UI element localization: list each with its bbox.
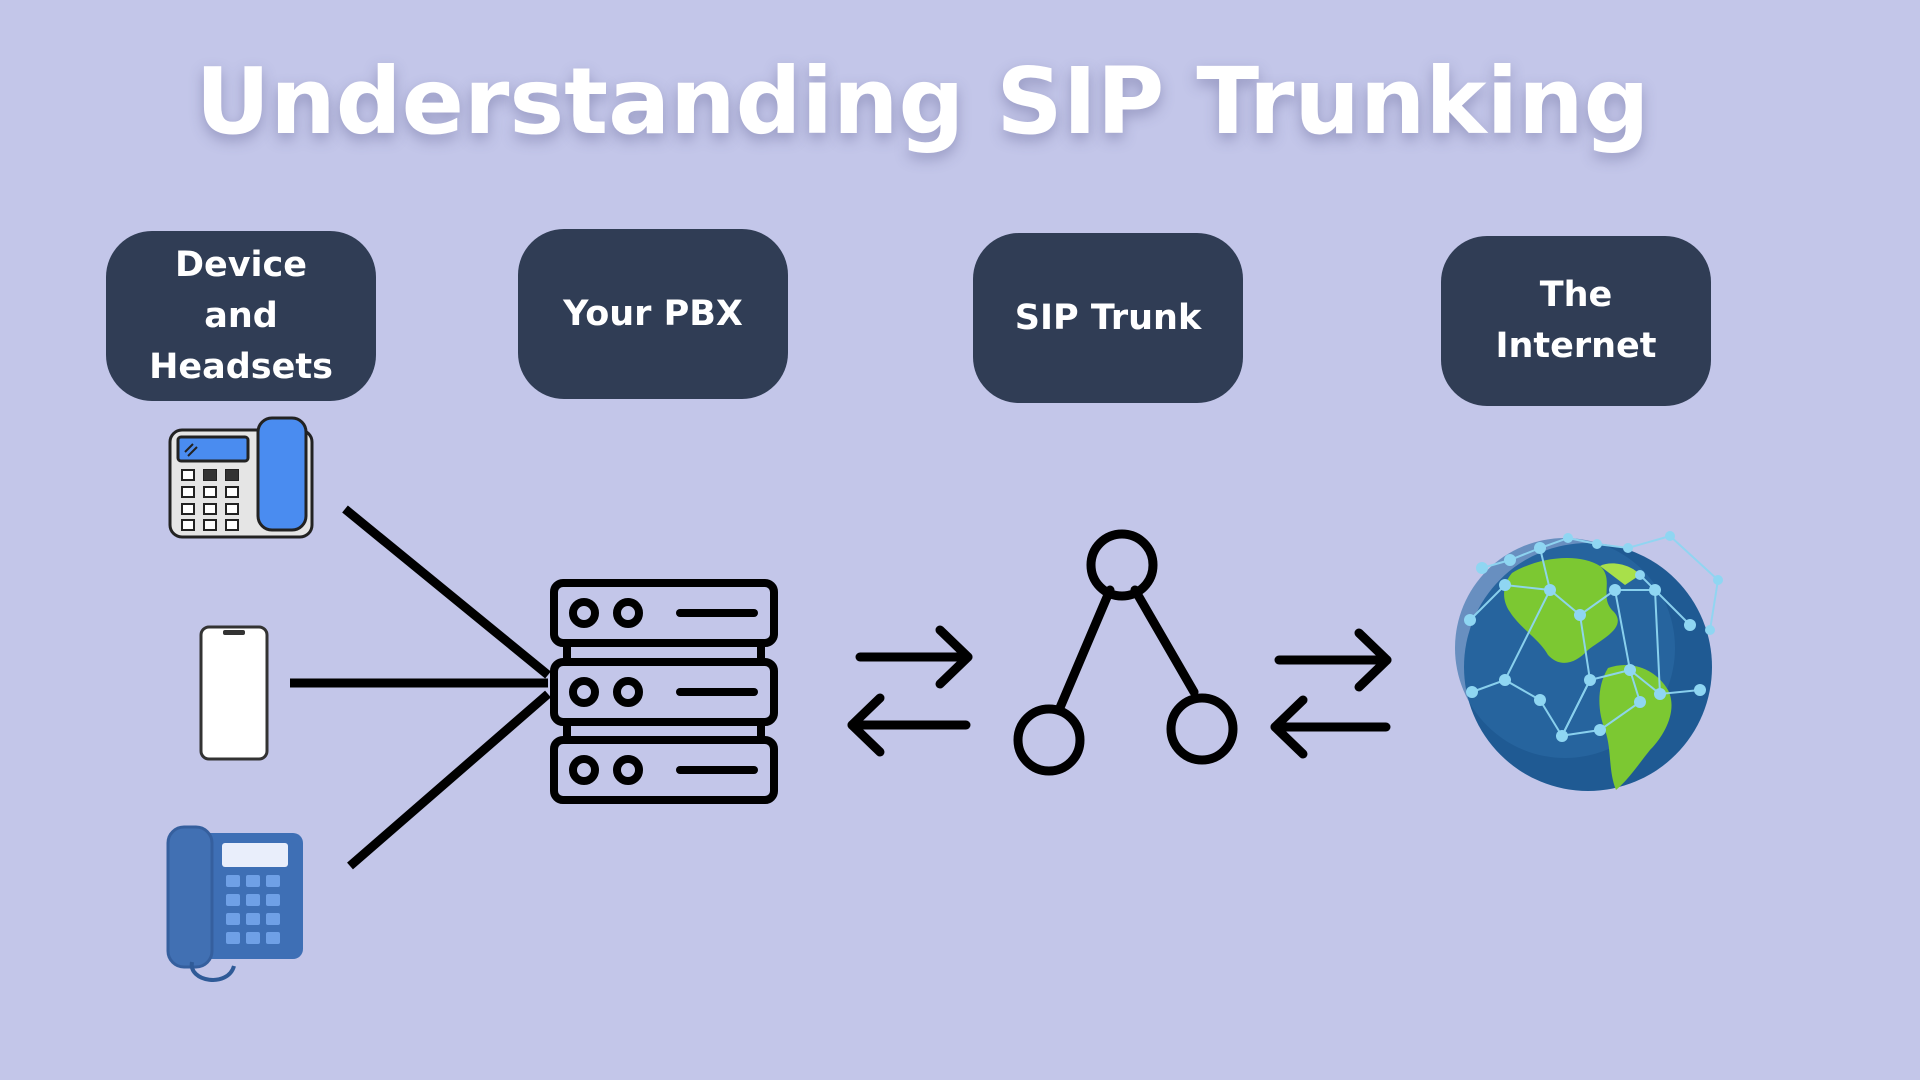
- server-icon: [550, 579, 778, 804]
- swap-arrows-icon: [847, 625, 973, 757]
- stage-label: Your PBX: [563, 293, 743, 334]
- swap-arrows-icon: [1270, 628, 1392, 759]
- device-connection-lines: [290, 505, 551, 870]
- stage-your-pbx: Your PBX: [518, 229, 788, 399]
- stage-label: Device and Headsets: [149, 244, 333, 387]
- stage-label: The Internet: [1495, 275, 1657, 366]
- stage-the-internet: The Internet: [1441, 236, 1711, 406]
- stage-sip-trunk: SIP Trunk: [973, 233, 1243, 403]
- network-nodes-icon: [1013, 529, 1238, 776]
- globe-network-icon: [1455, 531, 1723, 791]
- mobile-phone-icon: [199, 625, 269, 761]
- desk-phone-icon: [168, 416, 314, 539]
- stage-label: SIP Trunk: [1014, 297, 1202, 338]
- stage-device-and-headsets: Device and Headsets: [106, 231, 376, 401]
- landline-phone-icon: [166, 825, 303, 982]
- page-title: Understanding SIP Trunking: [195, 48, 1650, 155]
